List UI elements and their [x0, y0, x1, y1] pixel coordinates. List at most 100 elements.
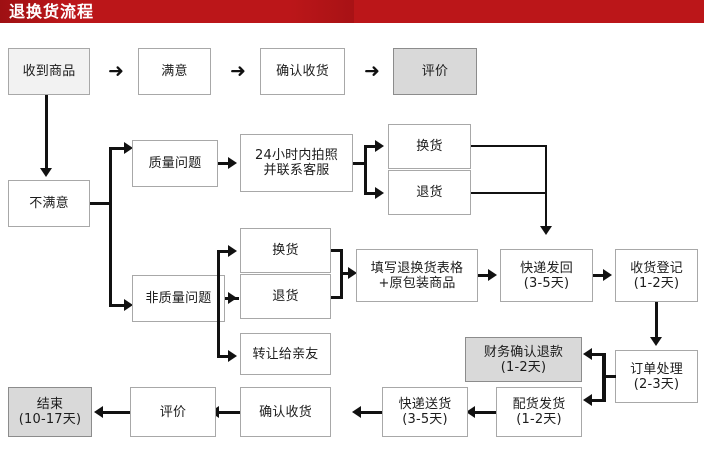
node-exchange-nonquality: 换货: [240, 228, 331, 273]
line-picking-to-delivery: [472, 411, 496, 414]
node-label: 配货发货 (1-2天): [512, 397, 566, 427]
arrowhead-to-exchange-q: [375, 140, 384, 152]
line-order-bracket-vertical: [602, 353, 606, 402]
arrowhead-to-picking: [583, 394, 592, 406]
line-return-q-out: [471, 192, 547, 194]
line-photo-bracket-vertical: [364, 145, 367, 195]
line-delivery-to-confirm: [358, 411, 382, 414]
node-review-bottom: 评价: [130, 387, 216, 437]
node-label: 订单处理 (2-3天): [630, 361, 683, 392]
node-received-goods: 收到商品: [8, 48, 90, 95]
line-review-to-finish: [100, 411, 130, 414]
arrowhead-review-to-finish: [94, 406, 103, 418]
node-order-processing: 订单处理 (2-3天): [615, 350, 698, 403]
line-photo-stub: [353, 162, 367, 165]
node-label: 收到商品: [22, 64, 76, 79]
node-label: 收货登记 (1-2天): [630, 260, 683, 291]
line-courier-to-registration: [593, 274, 607, 277]
node-review-top: 评价: [393, 48, 477, 95]
line-received-to-notsatisfied: [45, 95, 48, 171]
arrow-received-to-satisfied: ➜: [108, 60, 124, 82]
arrowhead-merge-to-fillform: [348, 267, 357, 279]
line-nonquality-bracket-vertical: [217, 250, 220, 358]
node-not-satisfied: 不满意: [8, 180, 90, 227]
node-label: 24小时内拍照 并联系客服: [255, 148, 338, 178]
line-to-finance: [592, 353, 606, 356]
node-picking-shipping: 配货发货 (1-2天): [496, 387, 582, 437]
node-label: 换货: [272, 243, 299, 258]
line-fillform-to-courier: [478, 274, 492, 277]
arrowhead-received-to-notsatisfied: [40, 168, 52, 177]
node-exchange-quality: 换货: [388, 124, 471, 169]
line-merge-to-fillform: [340, 272, 352, 275]
node-receipt-registration: 收货登记 (1-2天): [615, 249, 698, 302]
node-label: 快递送货 (3-5天): [398, 397, 452, 427]
arrow-satisfied-to-confirm: ➜: [230, 60, 246, 82]
node-label: 结束 (10-17天): [18, 397, 82, 427]
arrowhead-quality-to-photo: [228, 157, 237, 169]
line-notsatisfied-bracket-vertical: [109, 147, 112, 307]
arrowhead-delivery-to-confirm: [352, 406, 361, 418]
node-courier-send-back: 快递发回 (3-5天): [500, 249, 593, 302]
node-courier-delivery: 快递送货 (3-5天): [382, 387, 468, 437]
node-finish: 结束 (10-17天): [8, 387, 92, 437]
node-label: 换货: [416, 139, 443, 154]
node-satisfied: 满意: [138, 48, 211, 95]
node-confirm-receipt-bottom: 确认收货: [240, 387, 331, 437]
line-to-quality-issue: [109, 147, 127, 150]
node-finance-confirm-refund: 财务确认退款 (1-2天): [465, 337, 582, 382]
arrowhead-to-non-quality-issue: [124, 299, 133, 311]
line-to-picking: [592, 399, 606, 402]
node-label: 非质量问题: [145, 291, 212, 306]
arrowhead-picking-to-delivery: [466, 406, 475, 418]
header-bar: [0, 0, 354, 23]
line-confirm-to-review-bottom: [216, 411, 240, 414]
line-to-exchange-q: [364, 145, 378, 148]
node-label: 确认收货: [276, 64, 329, 79]
page-title: 退换货流程: [9, 2, 95, 21]
arrowhead-to-return-q: [375, 187, 384, 199]
line-to-transfer: [217, 355, 231, 358]
node-label: 快递发回 (3-5天): [520, 260, 573, 291]
line-order-stub: [604, 375, 616, 378]
node-label: 退货: [272, 289, 299, 304]
arrowhead-to-return-nq: [228, 292, 237, 304]
arrow-confirm-to-review: ➜: [364, 60, 380, 82]
line-notsatisfied-stub: [90, 202, 112, 205]
line-to-exchange-nq: [217, 250, 231, 253]
arrowhead-to-quality-issue: [124, 142, 133, 154]
line-quality-merge-vertical: [545, 145, 547, 231]
line-registration-to-order: [655, 302, 658, 341]
line-exchange-nq-out: [331, 249, 343, 252]
line-return-nq-out: [331, 296, 343, 299]
line-to-return-q: [364, 192, 378, 195]
line-quality-to-photo: [218, 162, 232, 165]
arrowhead-registration-to-order: [650, 337, 662, 346]
node-label: 评价: [159, 404, 187, 420]
arrowhead-fillform-to-courier: [488, 269, 497, 281]
node-label: 财务确认退款 (1-2天): [483, 344, 564, 375]
line-exchange-q-out: [471, 145, 547, 147]
node-label: 评价: [421, 64, 449, 79]
node-label: 确认收货: [259, 404, 312, 420]
line-to-non-quality-issue: [109, 304, 127, 307]
header-bar-extension: [354, 0, 704, 23]
node-return-quality: 退货: [388, 170, 471, 215]
node-quality-issue: 质量问题: [132, 140, 218, 187]
arrowhead-courier-to-registration: [603, 269, 612, 281]
node-fill-form: 填写退换货表格 +原包装商品: [356, 249, 478, 302]
node-transfer-to-friends: 转让给亲友: [240, 333, 331, 375]
node-label: 质量问题: [148, 156, 202, 171]
node-confirm-receipt-top: 确认收货: [260, 48, 345, 95]
node-label: 不满意: [29, 196, 69, 211]
arrowhead-to-finance: [583, 348, 592, 360]
arrowhead-to-exchange-nq: [228, 245, 237, 257]
arrowhead-quality-merge-down: [540, 226, 552, 235]
node-label: 退货: [416, 185, 443, 200]
arrowhead-to-transfer: [228, 350, 237, 362]
node-return-nonquality: 退货: [240, 274, 331, 319]
node-label: 填写退换货表格 +原包装商品: [370, 260, 464, 291]
node-label: 满意: [161, 64, 188, 79]
node-non-quality-issue: 非质量问题: [132, 275, 225, 322]
